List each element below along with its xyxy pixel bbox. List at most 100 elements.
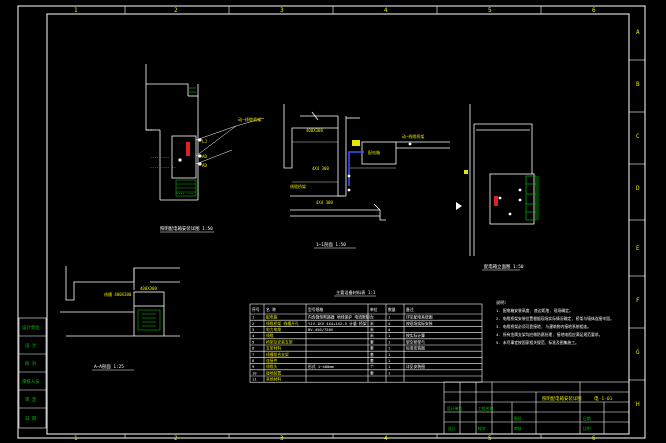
title-cell: 审核 bbox=[514, 426, 522, 431]
outer-border bbox=[17, 5, 646, 439]
table-cell: 米 bbox=[370, 321, 374, 326]
table-cell: 4 bbox=[388, 321, 391, 326]
column-label: 4 bbox=[384, 435, 388, 442]
column-label: 2 bbox=[174, 435, 178, 442]
row-label: G bbox=[636, 349, 640, 356]
note-line: 4. 所有金属支架均应做防腐处理, 接地电阻应满足规范要求。 bbox=[496, 332, 602, 337]
side-cell: 设计单位 bbox=[22, 324, 40, 331]
red-marker bbox=[186, 142, 190, 156]
table-title: 主要设备材料表 1:1 bbox=[336, 289, 376, 296]
view-title: 配电箱立面图 1:50 bbox=[484, 263, 524, 270]
row-label: E bbox=[636, 245, 640, 252]
table-cell: 1 bbox=[388, 370, 391, 375]
table-cell: 1 bbox=[388, 333, 391, 338]
side-stamp-panel: 设计单位 设 计 校 对 审核人员 审 定 日 期 bbox=[18, 317, 47, 429]
table-cell: 11 bbox=[252, 377, 257, 382]
view-label: 400X300 bbox=[140, 286, 157, 291]
table-cell: 按实际计算 bbox=[406, 333, 425, 338]
table-cell: 内含微型断路器 地线保护 电流限制 bbox=[308, 315, 370, 320]
inner-border bbox=[46, 13, 630, 435]
notes-heading: 说明: bbox=[496, 299, 507, 306]
row-ticks bbox=[629, 59, 645, 381]
table-cell: 接地装置 bbox=[266, 370, 281, 375]
side-cell: 日 期 bbox=[25, 416, 37, 422]
table-cell: 连接件 bbox=[266, 358, 278, 363]
column-label: 1 bbox=[74, 7, 78, 14]
view-label: 400X300 bbox=[306, 128, 323, 133]
row-label: C bbox=[636, 133, 640, 140]
column-label: 3 bbox=[280, 7, 284, 14]
view-label: 动—线缆桥架 bbox=[402, 133, 424, 139]
row-label: H bbox=[636, 401, 640, 408]
title-cell: 设计 bbox=[448, 426, 456, 431]
view-label: AD bbox=[202, 154, 208, 159]
title-cell: 图号 bbox=[514, 416, 522, 421]
table-cell: 标准安装图 bbox=[406, 346, 425, 351]
table-cell: 形式 1~400mm bbox=[308, 364, 335, 369]
view-label: 配电箱 bbox=[368, 149, 380, 155]
table-cell: 桥架及安装支架 bbox=[266, 339, 293, 344]
column-label: 5 bbox=[488, 7, 492, 14]
table-cell: 1 bbox=[388, 315, 391, 320]
right-elevation-view: 配电箱立面图 1:50 bbox=[456, 104, 539, 271]
table-cell: 1 bbox=[388, 358, 391, 363]
view-label: 动—线缆桥架 bbox=[238, 116, 261, 123]
table-cell: 5 bbox=[252, 339, 254, 344]
side-cell: 审 定 bbox=[25, 396, 37, 403]
table-cell: 套 bbox=[370, 358, 374, 363]
table-cell: 个 bbox=[370, 364, 374, 369]
table-cell: BV-450/750V bbox=[308, 327, 334, 332]
section-a-a-view: 400X300 线槽 400X300 A—A剖面 1:25 bbox=[60, 266, 180, 371]
title-cell: 设计单位 bbox=[447, 406, 462, 411]
column-label: 6 bbox=[592, 7, 596, 14]
view-title: A—A剖面 1:25 bbox=[94, 363, 124, 370]
table-cell: 米 bbox=[370, 333, 374, 338]
note-line: 5. 未尽事宜按国家相关规范、标准及图集施工。 bbox=[496, 340, 579, 345]
note-line: 1. 配电箱安装高度, 底边距地, 现场确定。 bbox=[496, 308, 573, 313]
section-1-1-view: 400X300 4X4 300 线缆桥架 4X4 300 配电箱 动—线缆桥架 … bbox=[283, 104, 450, 249]
table-cell: 2 bbox=[252, 321, 254, 326]
table-cell: 台 bbox=[370, 315, 374, 320]
table-cell: 架空桥架与 bbox=[406, 339, 425, 344]
table-cell: YJV-1KV 4X4+1X2.5 计量 桥架 bbox=[308, 321, 367, 326]
table-cell: 按现场实际安装 bbox=[406, 321, 433, 326]
row-label: D bbox=[636, 185, 640, 192]
drawing-number: 电-1-01 bbox=[594, 395, 613, 402]
side-cell: 校 对 bbox=[25, 360, 37, 367]
table-cell: 电力电缆 bbox=[266, 327, 281, 332]
drawing-title: 照明配电箱安装详图 bbox=[542, 395, 582, 402]
upper-left-view: 动—线缆桥架 LJ AD AD ---- -------- ---- -- --… bbox=[145, 64, 265, 233]
column-label: 5 bbox=[488, 435, 492, 442]
table-header: 序号 bbox=[252, 307, 260, 312]
row-label: B bbox=[636, 81, 640, 88]
row-label: A bbox=[636, 29, 640, 36]
table-header: 型号规格 bbox=[308, 307, 323, 312]
side-cell: 设 计 bbox=[25, 342, 37, 349]
column-label: 2 bbox=[174, 7, 178, 14]
table-cell: 1 bbox=[252, 315, 255, 320]
column-label: 6 bbox=[592, 435, 596, 442]
svg-text:---- ---- --: ---- ---- -- bbox=[150, 165, 176, 169]
title-cell: 比例 bbox=[583, 426, 591, 431]
table-cell: 其他材料 bbox=[266, 377, 281, 382]
table-cell: 7 bbox=[252, 352, 254, 357]
row-label: F bbox=[636, 297, 640, 304]
column-ticks bbox=[124, 6, 542, 438]
table-cell: 1 bbox=[388, 364, 391, 369]
table-cell: 套 bbox=[370, 370, 374, 375]
column-label: 3 bbox=[280, 435, 284, 442]
table-header: 数量 bbox=[388, 307, 396, 312]
view-label: 4X4 300 bbox=[312, 166, 329, 171]
table-cell: 详见配电系统图 bbox=[406, 315, 433, 320]
title-cell: 工程名称 bbox=[478, 406, 493, 411]
table-cell: 1 bbox=[388, 352, 391, 357]
table-cell: 1 bbox=[388, 339, 391, 344]
column-ruler-top: 1 2 3 4 5 6 bbox=[74, 7, 596, 14]
column-label: 1 bbox=[74, 435, 78, 442]
table-cell: 3 bbox=[252, 327, 254, 332]
table-cell: 支架材料 bbox=[266, 346, 281, 351]
title-cell: 日期 bbox=[583, 416, 591, 421]
side-cell: 审核人员 bbox=[22, 378, 40, 385]
